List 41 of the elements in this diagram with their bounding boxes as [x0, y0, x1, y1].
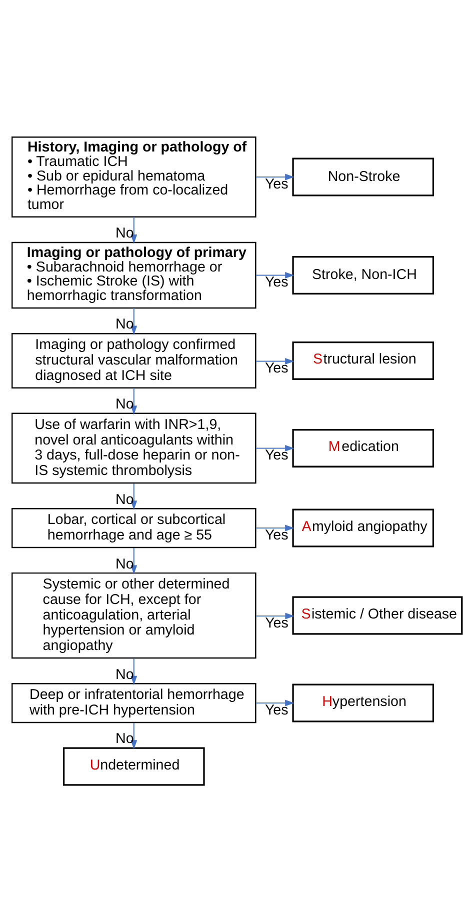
node-box: Sistemic / Other disease: [292, 596, 463, 634]
node-box: History, Imaging or pathology of • Traumatic ICH • Sub or epidural hematoma • Hemorrhage from co-localized tumor: [12, 136, 256, 218]
node-box: Structural lesion: [292, 340, 434, 380]
arrow: [130, 387, 138, 414]
arrow: [130, 216, 138, 244]
edge-label: Yes: [265, 615, 288, 632]
arrow: [256, 173, 294, 180]
node-box: Imaging or pathology of primary • Subarachnoid hemorrhage or • Ischemic Stroke (IS) with hemorrhagic transformation: [12, 241, 256, 308]
node-box: Deep or infratentorial hemorrhage with pre-ICH hypertension: [12, 682, 256, 723]
edge-label: Yes: [264, 447, 288, 464]
node-box: Systemic or other determined cause for ICH, except for anticoagulation, arterial hypertension or amyloid angiopathy: [12, 572, 256, 658]
arrow: [256, 612, 294, 619]
edge-label: Yes: [264, 526, 288, 543]
arrow: [256, 444, 294, 451]
edge-label: Yes: [264, 702, 288, 718]
arrow: [256, 357, 294, 364]
node-box: Hypertension: [292, 683, 434, 722]
edge-label: Yes: [264, 360, 288, 376]
node-box: Lobar, cortical or subcortical hemorrhage and age ≥ 55: [12, 507, 256, 548]
arrow: [256, 272, 294, 278]
node-box: Stroke, Non-ICH: [292, 256, 434, 294]
arrow: [256, 524, 294, 531]
edge-label: No: [116, 224, 134, 241]
edge-label: Yes: [264, 176, 288, 192]
edge-label: No: [116, 556, 134, 572]
node-box: Undetermined: [62, 746, 205, 786]
node-box: Amyloid angiopathy: [292, 508, 434, 547]
edge-label: No: [116, 666, 134, 682]
node-box: Non-Stroke: [292, 157, 434, 196]
edge-label: Yes: [264, 274, 288, 290]
edge-label: No: [116, 396, 134, 412]
node-box: Use of warfarin with INR>1,9, novel oral anticoagulants within 3 days, full-dose heparin or non-IS systemic thrombolysis: [12, 412, 256, 484]
node-box: Imaging or pathology confirmed structural vascular malformation diagnosed at ICH site: [12, 332, 256, 388]
node-box: Medication: [292, 428, 434, 467]
arrow: [256, 699, 294, 706]
edge-label: No: [116, 491, 134, 508]
arrow: [130, 308, 138, 334]
edge-label: No: [116, 730, 134, 747]
edge-label: No: [116, 316, 134, 332]
arrow: [130, 547, 138, 574]
arrow: [130, 722, 138, 749]
